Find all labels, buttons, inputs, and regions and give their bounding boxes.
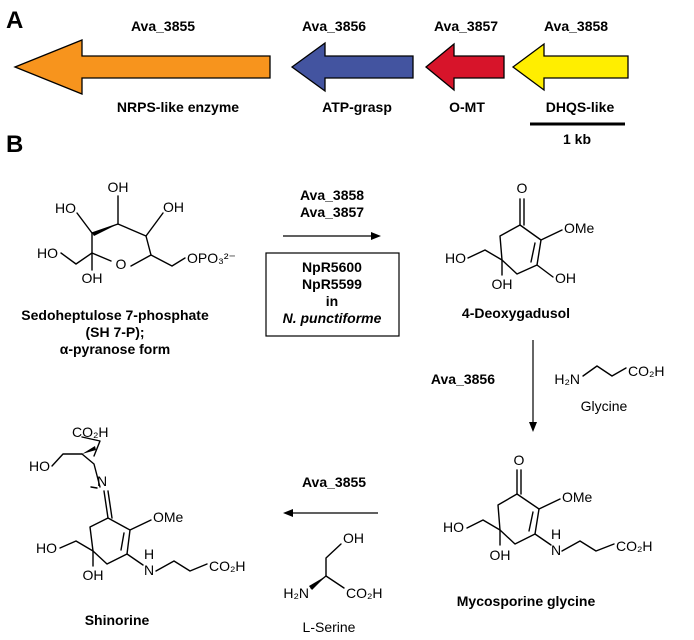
sh7p-oh-right: OH <box>163 199 184 215</box>
shinorine-ho: HO <box>36 540 57 556</box>
shinorine-n-imine: N <box>97 473 107 489</box>
step1-box-line2: NpR5599 <box>302 276 362 292</box>
glycine-name: Glycine <box>581 398 628 414</box>
shinorine-nh-h: H <box>144 546 154 562</box>
serine-name: L-Serine <box>303 619 356 635</box>
step2-arrowhead <box>529 422 537 432</box>
step3-arrowhead <box>283 509 293 517</box>
step1-box <box>265 252 400 337</box>
serine-h2n: H₂N <box>283 585 309 601</box>
panel-label-a: A <box>6 7 23 34</box>
mycosporine-ome: OMe <box>562 489 593 505</box>
deoxygadusol-oh-bottom: OH <box>492 276 513 292</box>
step1-enzyme-2: Ava_3857 <box>300 204 364 220</box>
sh7p-oh-left: HO <box>55 200 76 216</box>
deoxygadusol-ho: HO <box>445 250 466 266</box>
mycosporine-nh-h: H <box>551 526 561 542</box>
mycosporine-ho: HO <box>443 519 464 535</box>
step1-box-line3: in <box>326 293 338 309</box>
sh7p-oh-anomeric: OH <box>82 270 103 286</box>
mycosporine-co2h: CO₂H <box>616 538 653 554</box>
sh7p-oh-top: OH <box>108 179 129 195</box>
gene-function-ava3857: O-MT <box>449 99 485 115</box>
shinorine-ho-top: HO <box>29 458 50 474</box>
sh7p-ring-o: O <box>116 256 127 272</box>
deoxygadusol-oh-right: OH <box>555 270 576 286</box>
glycine-co2h: CO₂H <box>628 363 665 379</box>
gene-function-ava3858: DHQS-like <box>546 99 615 115</box>
structure-sh7p: OH HO OH HO O OH OPO₃²⁻ <box>37 179 236 286</box>
shinorine-co2h-top: CO₂H <box>72 424 109 440</box>
structure-deoxygadusol: O OMe OH HO OH <box>445 180 595 292</box>
step1-arrowhead <box>371 232 381 240</box>
mycosporine-oh-bottom: OH <box>490 547 511 563</box>
step1-enzyme-1: Ava_3858 <box>300 187 364 203</box>
shinorine-oh-bottom: OH <box>83 567 104 583</box>
mycosporine-oxo: O <box>514 452 525 468</box>
sh7p-name-line1: Sedoheptulose 7-phosphate <box>21 307 209 323</box>
scale-bar-label: 1 kb <box>563 131 591 147</box>
gene-function-ava3856: ATP-grasp <box>322 99 392 115</box>
structure-mycosporine-glycine: O OMe HO OH H N CO₂H <box>443 452 653 563</box>
gene-function-ava3855: NRPS-like enzyme <box>117 99 239 115</box>
deoxygadusol-ome: OMe <box>564 220 595 236</box>
step1-box-line4: N. punctiforme <box>283 310 382 326</box>
mycosporine-name: Mycosporine glycine <box>457 593 596 609</box>
gene-arrow-ava3857 <box>424 42 505 92</box>
mycosporine-nh-n: N <box>551 542 561 558</box>
panel-label-b: B <box>6 131 23 158</box>
sh7p-name-line3: α-pyranose form <box>60 341 171 357</box>
gene-arrow-ava3855 <box>13 39 271 95</box>
step2-enzyme: Ava_3856 <box>431 371 495 387</box>
step3-enzyme: Ava_3855 <box>302 474 366 490</box>
structure-glycine: H₂N CO₂H <box>554 363 664 387</box>
deoxygadusol-name: 4-Deoxygadusol <box>462 305 570 321</box>
sh7p-name-line2: (SH 7-P); <box>85 324 144 340</box>
step1-box-line1: NpR5600 <box>302 259 362 275</box>
shinorine-nh-n: N <box>144 562 154 578</box>
shinorine-ome: OMe <box>153 509 184 525</box>
gene-label-ava3856: Ava_3856 <box>302 18 366 34</box>
gene-label-ava3857: Ava_3857 <box>434 18 498 34</box>
glycine-h2n: H₂N <box>554 371 580 387</box>
sh7p-ho-ch2: HO <box>37 245 58 261</box>
sh7p-phosphate: OPO₃²⁻ <box>187 250 236 266</box>
structure-shinorine: CO₂H HO N OMe HO OH H N CO₂H <box>29 424 246 583</box>
gene-label-ava3858: Ava_3858 <box>544 18 608 34</box>
serine-co2h: CO₂H <box>346 585 383 601</box>
shinorine-co2h: CO₂H <box>209 558 246 574</box>
deoxygadusol-oxo: O <box>517 180 528 196</box>
gene-label-ava3855: Ava_3855 <box>131 18 195 34</box>
gene-arrow-ava3858 <box>511 42 629 92</box>
serine-oh: OH <box>343 530 364 546</box>
shinorine-name: Shinorine <box>85 612 150 628</box>
structure-serine: OH H₂N CO₂H <box>283 530 382 601</box>
gene-arrow-ava3856 <box>290 41 414 93</box>
